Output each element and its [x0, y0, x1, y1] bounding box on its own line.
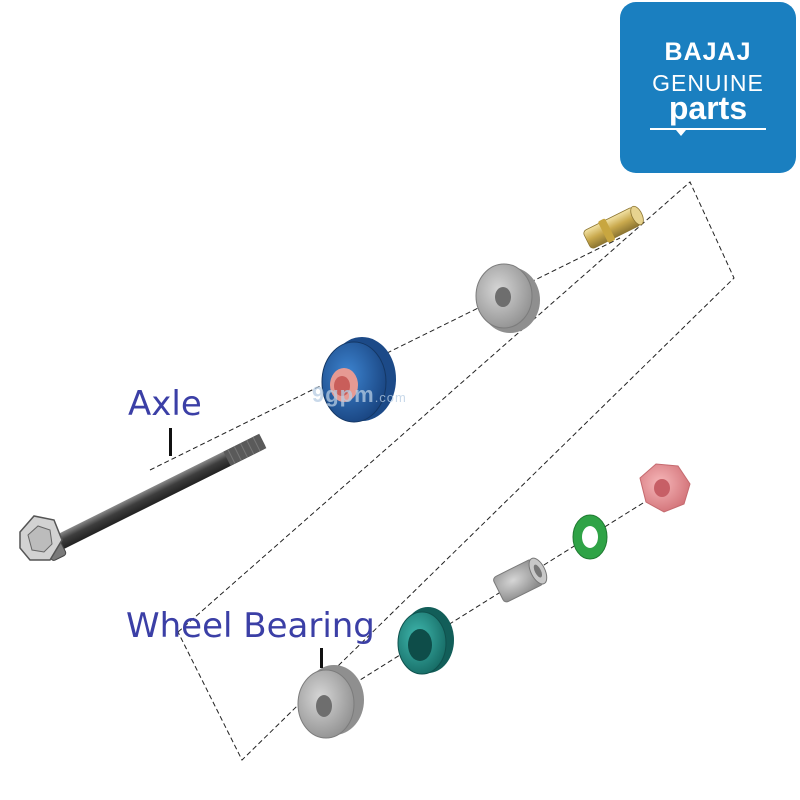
- pink-nut: [639, 463, 691, 513]
- logo-parts: parts: [668, 90, 748, 126]
- blue-bearing: [321, 337, 396, 423]
- watermark-main: 9gpm: [312, 382, 375, 407]
- spacer-lower: [297, 665, 364, 739]
- assembly-axis-lower: [319, 482, 676, 706]
- green-washer: [572, 514, 608, 560]
- wheel-bearing-leader-line: [320, 648, 323, 668]
- axle-bolt: [40, 433, 267, 561]
- logo-brand: BAJAJ: [664, 38, 752, 66]
- sleeve: [493, 557, 548, 603]
- parts-kit-boundary: [177, 181, 735, 761]
- axle-label: Axle: [128, 384, 202, 424]
- axle-leader-line: [169, 428, 172, 456]
- watermark-suffix: .com: [374, 390, 407, 405]
- brass-fitting: [583, 205, 644, 249]
- logo-genuine: GENUINE: [652, 70, 764, 96]
- assembly-axis-upper: [149, 237, 621, 471]
- teal-seal: [397, 607, 454, 675]
- logo-underline-tick: [676, 130, 686, 136]
- wheel-bearing-label: Wheel Bearing: [126, 606, 375, 646]
- axle-bolt-head: [19, 515, 63, 561]
- logo-underline: [650, 128, 766, 130]
- spacer-upper: [475, 263, 540, 333]
- watermark: 9gpm.com: [312, 382, 407, 408]
- bajaj-genuine-parts-logo: BAJAJ GENUINE parts: [620, 2, 796, 173]
